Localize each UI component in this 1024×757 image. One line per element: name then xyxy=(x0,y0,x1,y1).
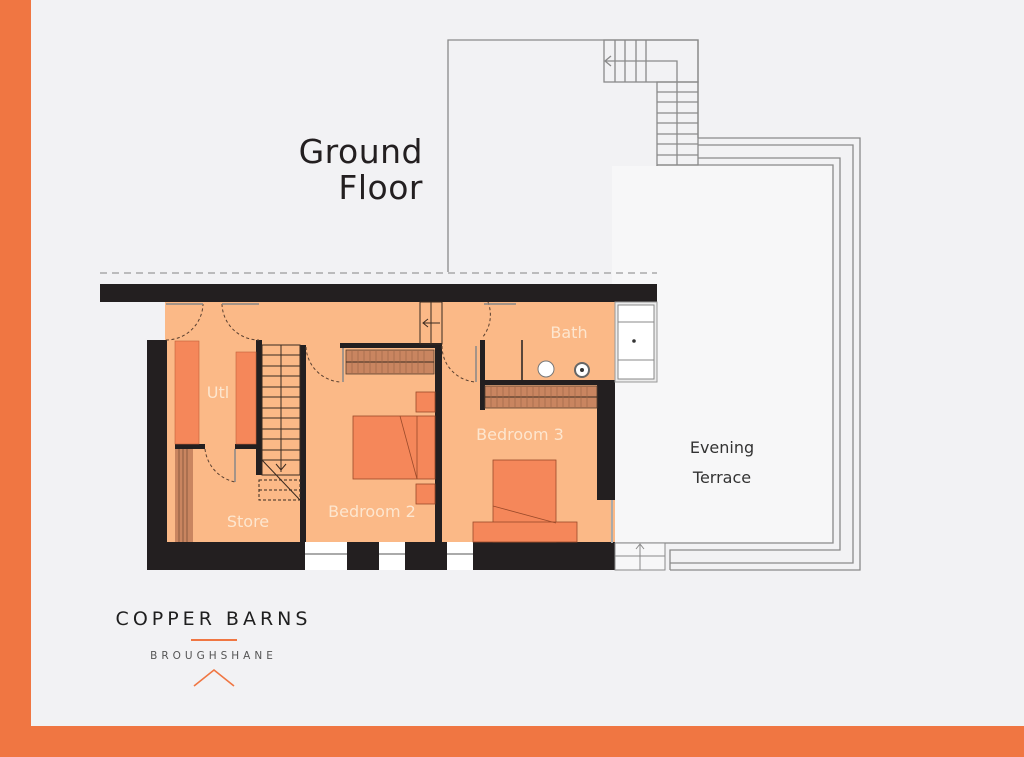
room-label-bedroom-3: Bedroom 3 xyxy=(476,425,564,444)
roof-chevron-icon xyxy=(193,668,234,687)
staircase xyxy=(258,301,443,501)
store-shelving xyxy=(175,449,193,542)
upper-deck-outline xyxy=(447,39,861,571)
brand-location: BROUGHSHANE xyxy=(150,650,277,662)
bedroom-3-bed xyxy=(472,459,578,543)
floor-plan-drawing: Utl Store Bedroom 2 Bedroom 3 Bath Eveni… xyxy=(100,39,861,571)
brand-logo: COPPER BARNS BROUGHSHANE xyxy=(91,608,336,688)
floor-title-line2: Floor xyxy=(338,168,423,207)
bedroom-2-bed xyxy=(352,391,436,505)
door-swings xyxy=(165,301,491,483)
bottom-accent-border xyxy=(0,726,1024,757)
door-leaves xyxy=(166,303,516,482)
room-label-bath: Bath xyxy=(550,323,587,342)
floor-title-line1: Ground xyxy=(298,132,423,171)
room-label-store: Store xyxy=(227,512,269,531)
utility-units xyxy=(174,340,257,445)
windows xyxy=(305,500,666,571)
room-label-utl: Utl xyxy=(207,383,229,402)
floor-title: Ground Floor xyxy=(299,134,423,206)
brand-divider xyxy=(190,639,237,641)
terrace-label-line2: Terrace xyxy=(692,468,751,487)
room-label-bedroom-2: Bedroom 2 xyxy=(328,502,416,521)
shower-tray xyxy=(614,301,658,383)
brand-name: COPPER BARNS xyxy=(115,608,312,630)
terrace-label-line1: Evening xyxy=(690,438,754,457)
walls xyxy=(100,284,657,570)
bath-fittings xyxy=(521,340,590,380)
left-accent-border xyxy=(0,0,31,757)
wardrobe-hangers xyxy=(351,351,588,407)
floor-plan-canvas: Utl Store Bedroom 2 Bedroom 3 Bath Eveni… xyxy=(31,0,1024,726)
